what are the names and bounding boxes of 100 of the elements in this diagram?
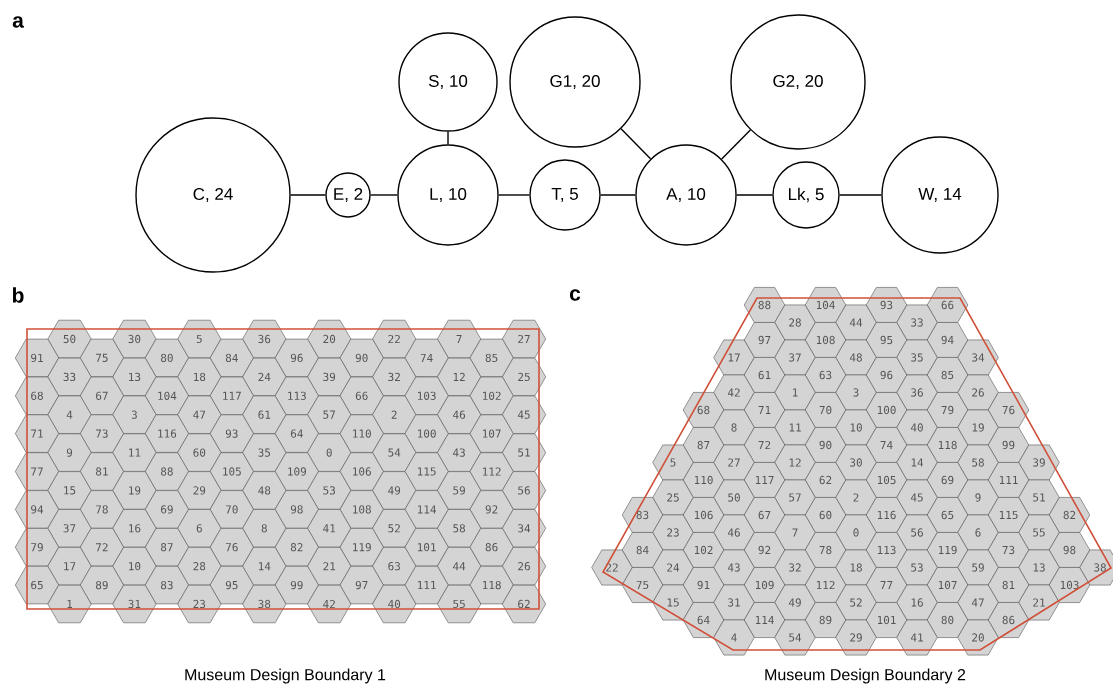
hex-cell: 69: [144, 490, 189, 529]
node-label: 38: [1094, 563, 1106, 572]
hex-cell: 117: [743, 462, 786, 498]
hex-cell: 34: [502, 509, 546, 548]
connector-line: [447, 131, 449, 145]
hex-cell: 83: [144, 566, 189, 605]
hex-cell: 64: [682, 602, 725, 638]
hex-cell: 77: [15, 452, 59, 491]
hex-cell: 72: [743, 427, 786, 463]
connector-line: [498, 194, 530, 196]
hex-cell: 42: [713, 374, 755, 411]
hex-cell: 94: [15, 490, 59, 529]
hex-cell: 114: [404, 490, 449, 529]
connector-line: [721, 129, 752, 160]
hex-cell: 16: [896, 584, 938, 621]
hex-cell: 59: [957, 549, 999, 586]
hex-cell: 13: [1018, 549, 1060, 586]
hex-cell: 51: [502, 433, 546, 472]
hex-cell: 89: [804, 602, 847, 638]
hex-cell: 106: [682, 497, 725, 533]
hex-cell: 66: [339, 376, 384, 415]
hex-cell: 67: [79, 376, 124, 415]
hex-cell: 24: [652, 549, 694, 586]
hex-cell: 101: [865, 602, 908, 638]
circle-node: T, 5: [529, 159, 601, 231]
hex-cell: 17: [713, 339, 755, 376]
hex-cell: 5: [652, 444, 694, 481]
hex-cell: 84: [209, 338, 254, 377]
hex-cell: 81: [987, 567, 1030, 603]
hex-cell: 52: [835, 584, 877, 621]
connector-line: [736, 194, 773, 196]
hex-cell: 104: [144, 376, 189, 415]
hex-cell: 78: [804, 532, 847, 568]
hex-cell: 83: [621, 497, 664, 533]
hex-cell: 98: [274, 490, 319, 529]
hex-cell: 71: [743, 392, 786, 428]
hex-cell: 117: [209, 376, 254, 415]
hex-cell: 68: [682, 392, 725, 428]
hex-cell: 94: [926, 322, 969, 358]
hex-cell: 18: [835, 549, 877, 586]
hex-cell: 61: [743, 357, 786, 393]
hex-cell: 113: [274, 376, 319, 415]
hex-cell: 84: [621, 532, 664, 568]
hex-cell: 60: [177, 433, 222, 472]
hex-cell: 75: [79, 338, 124, 377]
hex-cell: 6: [957, 514, 999, 551]
hex-cell: 93: [209, 414, 254, 453]
circle-node: Lk, 5: [772, 161, 840, 229]
hex-cell: 20: [957, 619, 999, 656]
hex-cell: 90: [339, 338, 384, 377]
hex-cell: 67: [743, 497, 786, 533]
hex-cell: 41: [896, 619, 938, 656]
hex-cell: 40: [896, 409, 938, 446]
circle-node: G1, 20: [509, 16, 641, 148]
hex-cell: 112: [804, 567, 847, 603]
hex-cell: 108: [339, 490, 384, 529]
hex-cell: 28: [177, 547, 222, 586]
hex-cell: 36: [896, 374, 938, 411]
hex-cell: 37: [774, 339, 816, 376]
hex-cell: 115: [987, 497, 1030, 533]
circle-node: A, 10: [635, 144, 737, 246]
hex-cell: 54: [774, 619, 816, 656]
hex-cell: 102: [682, 532, 725, 568]
hex-cell: 112: [469, 452, 514, 491]
hex-cell: 22: [591, 549, 633, 586]
hex-cell: 63: [804, 357, 847, 393]
hex-cell: 86: [987, 602, 1030, 638]
hex-cell: 119: [926, 532, 969, 568]
hex-cell: 3: [835, 374, 877, 411]
hex-cell: 35: [896, 339, 938, 376]
hex-cell: 70: [209, 490, 254, 529]
hex-cell: 85: [926, 357, 969, 393]
circle-node: L, 10: [397, 144, 499, 246]
circle-node: G2, 20: [730, 14, 866, 150]
hex-cell: 42: [307, 584, 352, 624]
hex-cell: 73: [79, 414, 124, 453]
hex-cell: 45: [896, 479, 938, 516]
hex-cell: 54: [372, 433, 417, 472]
hex-cell: 43: [437, 433, 482, 472]
hex-cell: 4: [47, 395, 92, 434]
hex-cell: 63: [372, 547, 417, 586]
hex-cell: 57: [307, 395, 352, 434]
hex-cell: 41: [307, 509, 352, 548]
hex-cell: 9: [47, 433, 92, 472]
hex-cell: 74: [865, 427, 908, 463]
circle-node: E, 2: [325, 172, 371, 218]
hex-cell: 12: [774, 444, 816, 481]
hex-cell: 110: [339, 414, 384, 453]
hex-cell: 4: [713, 619, 755, 656]
hex-cell: 27: [713, 444, 755, 481]
hex-cell: 111: [987, 462, 1030, 498]
hex-cell: 46: [437, 395, 482, 434]
hex-cell: 58: [957, 444, 999, 481]
hex-cell: 51: [1018, 479, 1060, 516]
hex-cell: 38: [242, 584, 287, 624]
hex-cell: 107: [469, 414, 514, 453]
hex-cell: 29: [177, 471, 222, 510]
hex-cell: 46: [713, 514, 755, 551]
hex-cell: 33: [47, 357, 92, 396]
hex-cell: 21: [307, 547, 352, 586]
